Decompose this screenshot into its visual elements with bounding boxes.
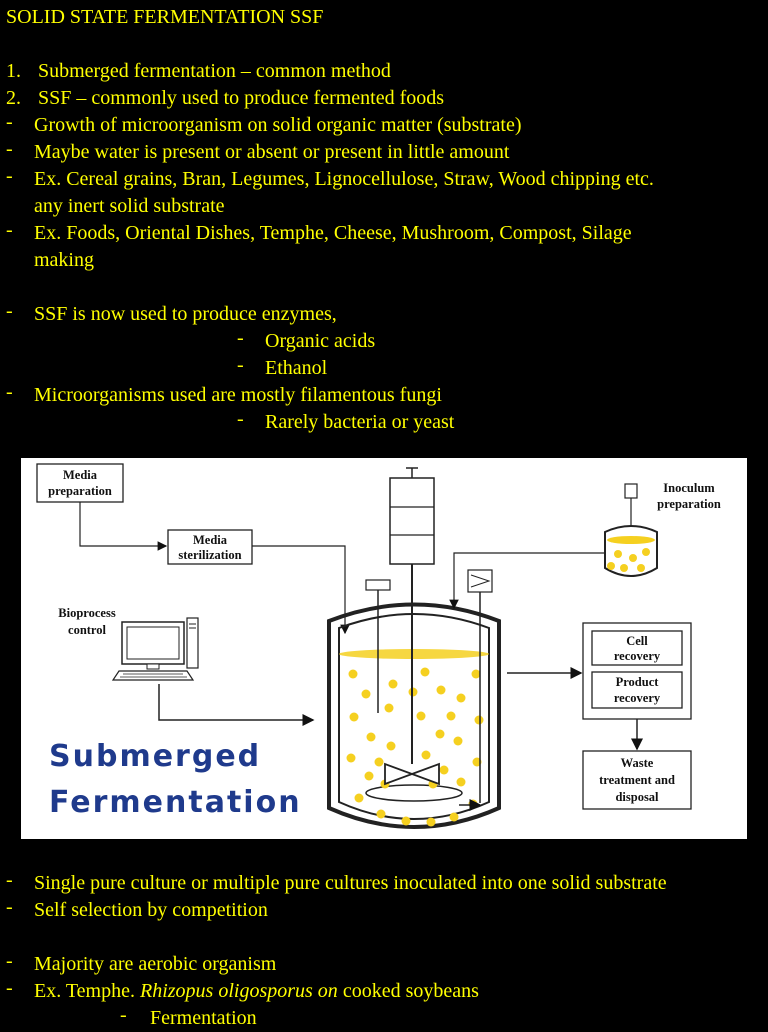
- diagram-title-fermentation: Fermentation: [49, 785, 302, 820]
- bullet-dash: -: [6, 165, 13, 187]
- product-recovery-label: recovery: [614, 691, 661, 705]
- sub-bacteria-yeast: Rarely bacteria or yeast: [265, 411, 455, 433]
- waste-treatment-label: Waste: [621, 756, 654, 770]
- computer-icon: [111, 617, 199, 681]
- bullet-substrates: Ex. Cereal grains, Bran, Legumes, Lignoc…: [34, 168, 654, 190]
- bullet-dash: -: [6, 138, 13, 160]
- inoculum-preparation-label: preparation: [657, 497, 721, 511]
- bullet-dash: -: [120, 1004, 127, 1026]
- connector-arrow: [252, 545, 350, 635]
- bullet-dash: -: [237, 327, 244, 349]
- example-suffix: cooked soybeans: [337, 980, 479, 1002]
- bullet-foods: Ex. Foods, Oriental Dishes, Temphe, Chee…: [34, 222, 632, 244]
- media-preparation-label: preparation: [48, 484, 112, 498]
- inoculum-flask-icon: [604, 483, 658, 577]
- waste-treatment-label: treatment and: [599, 773, 675, 787]
- bullet-water: Maybe water is present or absent or pres…: [34, 141, 510, 163]
- waste-treatment-box: Waste treatment and disposal: [582, 750, 692, 810]
- media-preparation-label: Media: [63, 468, 98, 482]
- bullet-substrates-cont: any inert solid substrate: [34, 195, 225, 217]
- bullet-microorganisms: Microorganisms used are mostly filamento…: [34, 384, 442, 406]
- numbered-item-1-num: 1.: [6, 60, 21, 82]
- cell-recovery-label: Cell: [626, 634, 648, 648]
- submerged-fermentation-diagram: Media preparation Media sterilization Bi…: [21, 458, 747, 839]
- bullet-self-selection: Self selection by competition: [34, 899, 268, 921]
- cell-recovery-box: Cell recovery: [591, 630, 683, 666]
- media-sterilization-label: sterilization: [178, 548, 241, 562]
- media-sterilization-box: Media sterilization: [167, 529, 253, 565]
- numbered-item-2-num: 2.: [6, 87, 21, 109]
- example-organism: Rhizopus oligosporus on: [140, 980, 338, 1002]
- sub-ethanol: Ethanol: [265, 357, 328, 379]
- bullet-dash: -: [6, 977, 13, 999]
- bullet-dash: -: [237, 408, 244, 430]
- fermenter-vessel: [327, 467, 501, 829]
- waste-treatment-label: disposal: [615, 790, 659, 804]
- media-preparation-box: Media preparation: [36, 463, 124, 503]
- cell-recovery-label: recovery: [614, 649, 661, 663]
- bullet-dash: -: [6, 219, 13, 241]
- sub-fermentation: Fermentation: [150, 1007, 257, 1029]
- product-recovery-box: Product recovery: [591, 671, 683, 709]
- product-recovery-label: Product: [616, 675, 660, 689]
- example-prefix: Ex. Temphe.: [34, 980, 140, 1002]
- bullet-dash: -: [6, 111, 13, 133]
- numbered-item-2-text: SSF – commonly used to produce fermented…: [38, 87, 445, 109]
- connector-arrow: [449, 552, 605, 610]
- bullet-dash: -: [6, 381, 13, 403]
- diagram-title-submerged: Submerged: [49, 739, 261, 774]
- inoculum-preparation-label: Inoculum: [663, 481, 715, 495]
- bullet-dash: -: [6, 300, 13, 322]
- sub-organic-acids: Organic acids: [265, 330, 376, 352]
- numbered-item-1-text: Submerged fermentation – common method: [38, 60, 391, 82]
- bullet-dash: -: [6, 896, 13, 918]
- media-sterilization-label: Media: [193, 533, 228, 547]
- bullet-aerobic: Majority are aerobic organism: [34, 953, 277, 975]
- connector-arrow: [158, 684, 315, 726]
- page-title: SOLID STATE FERMENTATION SSF: [6, 6, 324, 28]
- bioprocess-control-label: Bioprocess: [58, 606, 116, 620]
- bullet-dash: -: [6, 950, 13, 972]
- connector-arrow: [79, 502, 168, 551]
- bioprocess-control-label: control: [68, 623, 106, 637]
- bullet-dash: -: [6, 869, 13, 891]
- bullet-dash: -: [237, 354, 244, 376]
- bullet-temphe-example: Ex. Temphe. Rhizopus oligosporus on cook…: [34, 978, 479, 1005]
- bullet-ssf-use: SSF is now used to produce enzymes,: [34, 303, 337, 325]
- bullet-foods-cont: making: [34, 249, 94, 271]
- bullet-pure-culture: Single pure culture or multiple pure cul…: [34, 872, 667, 894]
- bullet-growth: Growth of microorganism on solid organic…: [34, 114, 522, 136]
